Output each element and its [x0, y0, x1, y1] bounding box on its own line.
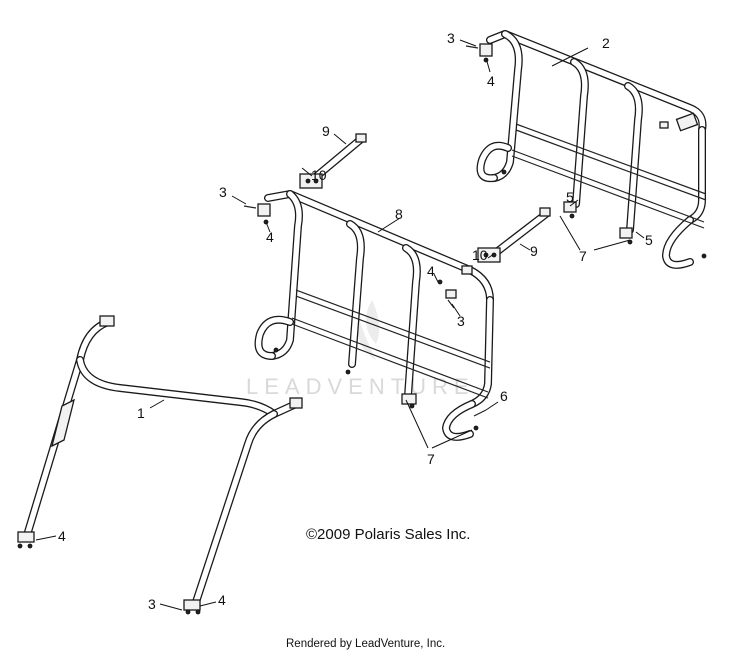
callout-part-3-bottom: 3 [148, 596, 156, 612]
callout-part-5-right: 5 [645, 232, 653, 248]
callout-part-5-left: 5 [566, 189, 574, 205]
callout-part-10-lower: 10 [472, 247, 488, 263]
callout-part-8: 8 [395, 206, 403, 222]
copyright-notice: ©2009 Polaris Sales Inc. [306, 526, 471, 543]
callout-part-4-top: 4 [487, 73, 495, 89]
callout-part-2: 2 [602, 35, 610, 51]
callout-part-7-upper: 7 [579, 248, 587, 264]
watermark-text: LEADVENTURE [246, 374, 475, 399]
callout-labels: 2 3 4 9 10 3 4 8 5 5 7 10 9 4 3 6 7 1 4 … [58, 30, 653, 612]
callout-part-4-bottom: 4 [218, 592, 226, 608]
callout-part-4-mid: 4 [266, 229, 274, 245]
callout-part-6: 6 [500, 388, 508, 404]
middle-frame-part-8 [243, 190, 494, 441]
callout-part-4-right: 4 [427, 263, 435, 279]
rear-frame-part-2 [465, 30, 707, 269]
front-roll-bar-part-1 [17, 315, 303, 615]
callout-part-10-upper: 10 [311, 167, 327, 183]
strut-part-9-lower [477, 207, 551, 263]
footer-credit: Rendered by LeadVenture, Inc. [286, 638, 446, 650]
callout-part-9-lower: 9 [530, 243, 538, 259]
callout-part-3-right: 3 [457, 313, 465, 329]
callout-part-4-left: 4 [58, 528, 66, 544]
watermark: LEADVENTURE [246, 300, 475, 399]
callout-part-9-upper: 9 [322, 123, 330, 139]
strut-part-9-upper [299, 133, 367, 189]
leader-lines [35, 39, 645, 611]
callout-part-1: 1 [137, 405, 145, 421]
callout-part-3-mid: 3 [219, 184, 227, 200]
callout-part-3-top: 3 [447, 30, 455, 46]
callout-part-7-lower: 7 [427, 451, 435, 467]
